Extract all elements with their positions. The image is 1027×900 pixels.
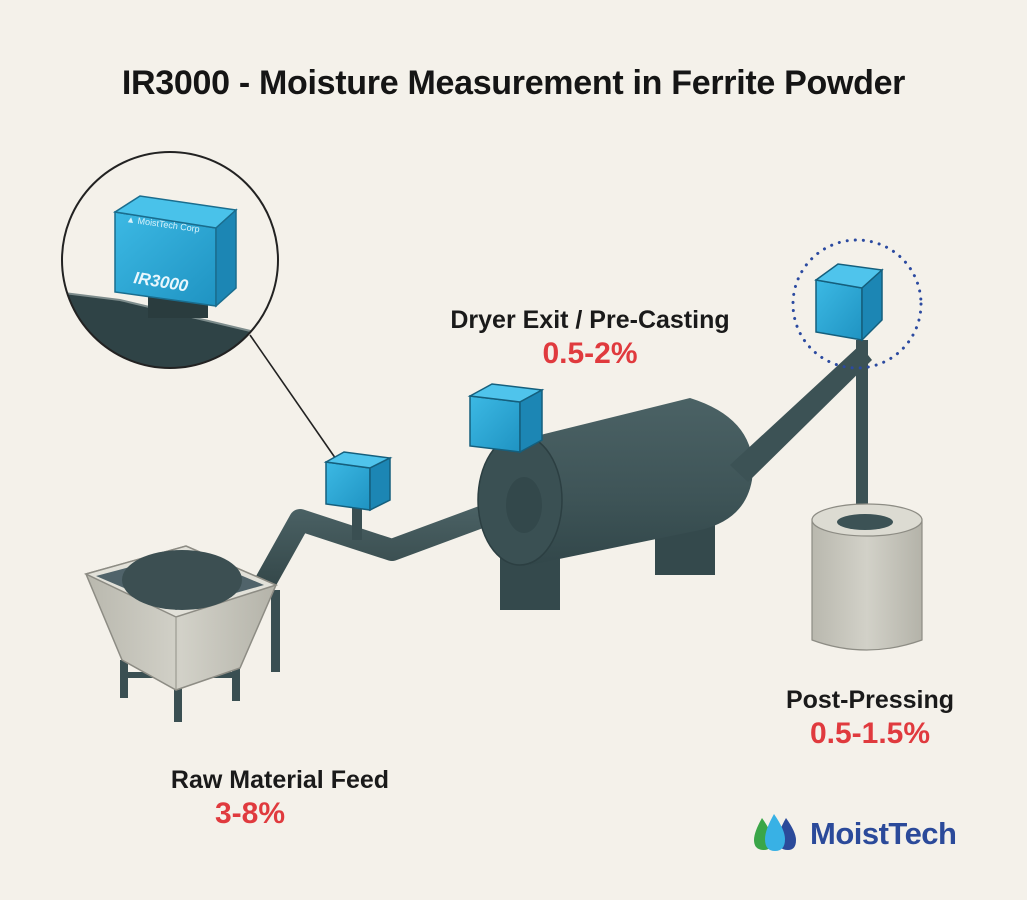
logo-text: MoistTech: [810, 816, 957, 851]
sensor-raw-feed: [323, 451, 393, 512]
stage-label-raw-feed: Raw Material Feed 3-8%: [130, 766, 430, 831]
stage-moisture-value: 0.5-2%: [542, 337, 638, 370]
stage-label-dryer-exit: Dryer Exit / Pre-Casting 0.5-2%: [420, 306, 760, 371]
raw-material-hopper: [83, 545, 279, 691]
diagram-title: IR3000 - Moisture Measurement in Ferrite…: [121, 64, 906, 102]
moisttech-logo: MoistTech: [752, 812, 957, 856]
dryer-drum: [477, 345, 872, 610]
sensor-dryer-exit: [467, 383, 545, 454]
sensor-post-pressing: [814, 263, 884, 342]
inset-magnifier: ▲ MoistTech Corp IR3000: [61, 151, 279, 369]
water-drops-icon: [754, 814, 796, 851]
stage-name: Post-Pressing: [785, 686, 955, 714]
highlight-dotted-circle: [791, 238, 923, 370]
stage-name: Dryer Exit / Pre-Casting: [450, 306, 730, 334]
stage-name: Raw Material Feed: [170, 766, 390, 794]
stage-moisture-value: 3-8%: [214, 797, 286, 830]
stage-label-post-pressing: Post-Pressing 0.5-1.5%: [760, 686, 980, 751]
collection-cylinder: [811, 503, 923, 651]
stage-moisture-value: 0.5-1.5%: [809, 717, 931, 750]
callout-line: [249, 334, 339, 463]
